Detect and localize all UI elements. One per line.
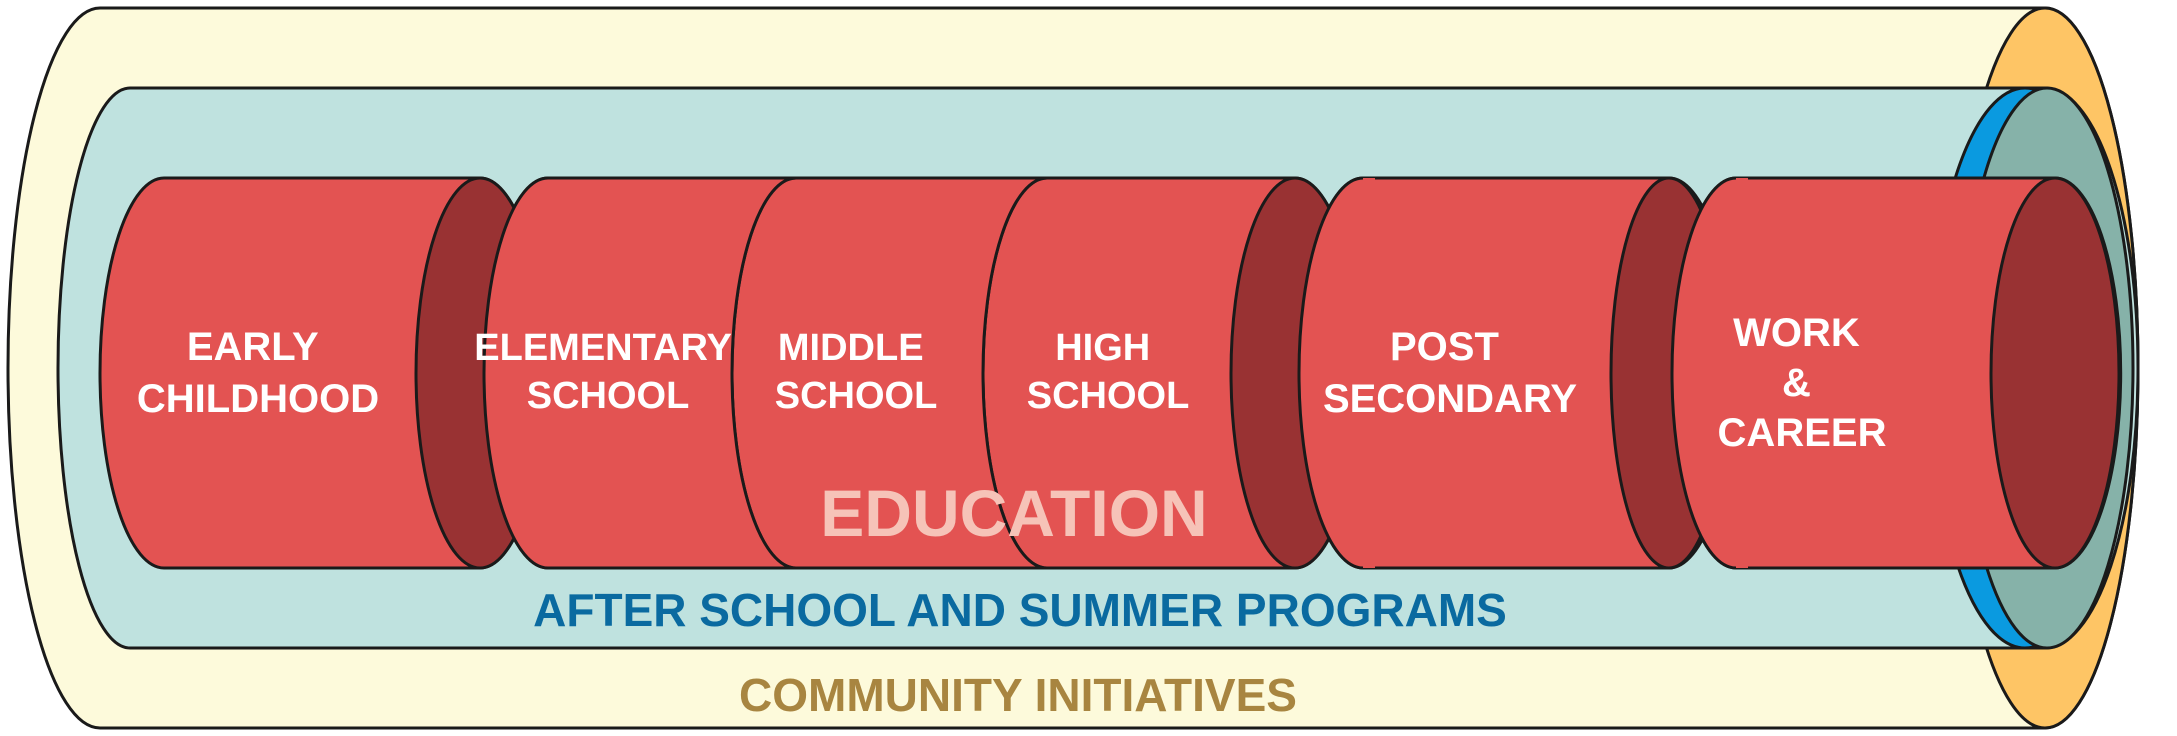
segment-work-front-edge — [1672, 178, 1748, 568]
label-work-career: WORK & CAREER — [1718, 311, 1887, 455]
segment-elementary-front-stroke — [482, 176, 549, 570]
education-core — [98, 176, 2123, 570]
segment-elementary-front-edge — [484, 178, 560, 568]
segment-work-front-stroke — [1670, 176, 1737, 570]
label-early-childhood: EARLY CHILDHOOD — [137, 325, 379, 421]
after-school-label: AFTER SCHOOL AND SUMMER PROGRAMS — [533, 584, 1507, 636]
segment-post-front-stroke — [1297, 176, 1364, 570]
label-middle-school: MIDDLE SCHOOL — [775, 327, 938, 417]
label-high-school: HIGH SCHOOL — [1027, 327, 1190, 417]
segment-labels: EARLY CHILDHOOD ELEMENTARY SCHOOL MIDDLE… — [137, 311, 1887, 455]
segment-post-front-edge — [1299, 178, 1375, 568]
segment-work-career-end — [1989, 176, 2121, 570]
label-post-secondary: POST SECONDARY — [1323, 325, 1577, 421]
label-elementary-school: ELEMENTARY SCHOOL — [474, 327, 741, 417]
education-label: EDUCATION — [820, 476, 1207, 550]
community-initiatives-label: COMMUNITY INITIATIVES — [739, 669, 1297, 721]
